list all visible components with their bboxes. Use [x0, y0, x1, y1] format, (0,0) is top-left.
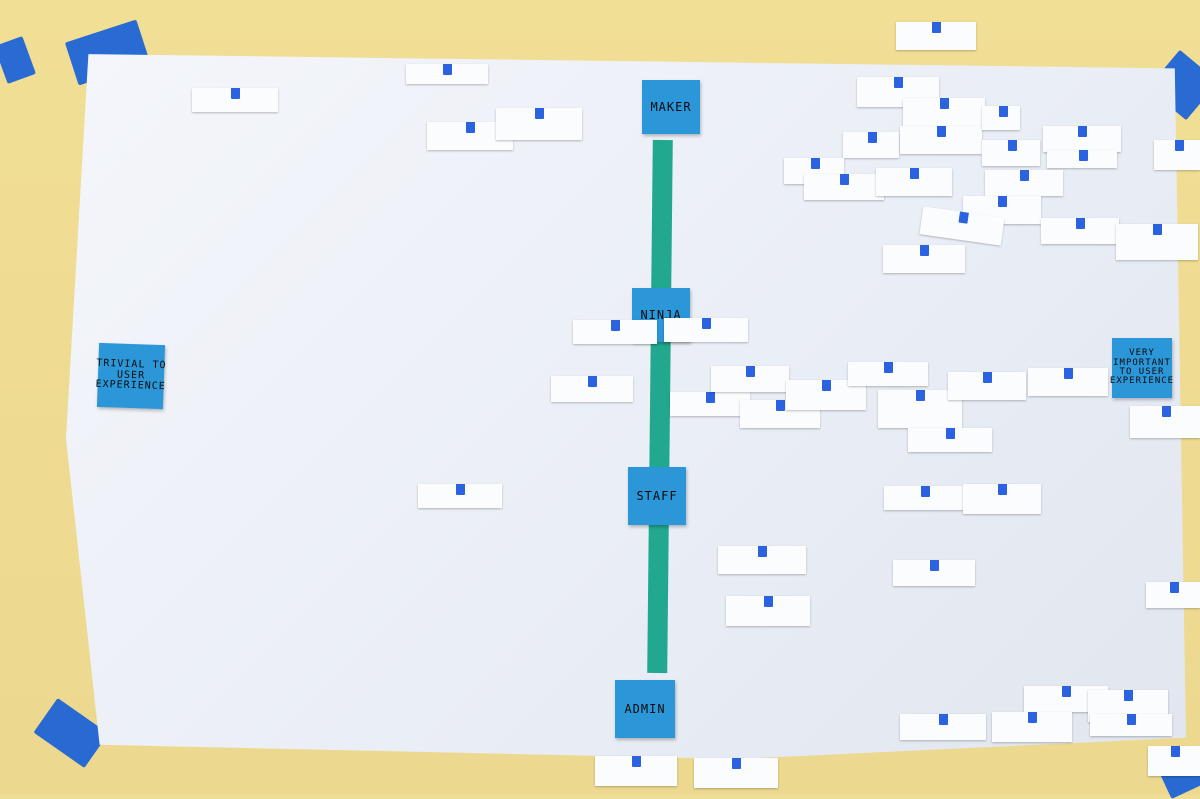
card	[1043, 126, 1121, 152]
card	[551, 376, 633, 402]
sticky-important: VERY IMPORTANT TO USER EXPERIENCE	[1109, 338, 1175, 398]
sticky-staff: STAFF	[628, 467, 686, 525]
card	[992, 712, 1072, 742]
card	[896, 22, 976, 50]
card	[406, 64, 488, 84]
card	[1047, 150, 1117, 168]
card	[718, 546, 806, 574]
sticky-ninja-label: NINJA	[640, 307, 682, 322]
card	[963, 484, 1041, 514]
sticky-admin: ADMIN	[615, 680, 675, 738]
card	[908, 428, 992, 452]
card	[843, 132, 899, 158]
sticky-admin-label: ADMIN	[624, 701, 666, 716]
card	[573, 320, 657, 344]
card	[1148, 746, 1200, 776]
card	[804, 174, 884, 200]
card	[664, 318, 748, 342]
card	[418, 484, 502, 508]
card	[1028, 368, 1108, 396]
sticky-trivial: TRIVIAL TO USER EXPERIENCE	[95, 342, 167, 410]
sticky-maker: MAKER	[642, 80, 700, 134]
card	[985, 170, 1063, 196]
card	[1041, 218, 1119, 244]
card	[711, 366, 789, 392]
sticky-important-label: VERY IMPORTANT TO USER EXPERIENCE	[1109, 348, 1175, 387]
card	[848, 362, 928, 386]
card	[496, 108, 582, 140]
card	[694, 758, 778, 788]
card	[900, 126, 982, 154]
sticky-staff-label: STAFF	[636, 488, 678, 503]
card	[876, 168, 952, 196]
card	[192, 88, 278, 112]
card	[903, 98, 985, 126]
card	[1130, 406, 1200, 438]
card	[670, 392, 750, 416]
card	[893, 560, 975, 586]
sticky-trivial-label: TRIVIAL TO USER EXPERIENCE	[95, 358, 167, 393]
card	[595, 756, 677, 786]
card	[1154, 140, 1200, 170]
card	[982, 106, 1020, 130]
card	[1116, 224, 1198, 260]
card	[726, 596, 810, 626]
sticky-maker-label: MAKER	[650, 99, 692, 114]
card	[982, 140, 1040, 166]
card	[1146, 582, 1200, 608]
card	[948, 372, 1026, 400]
card	[883, 245, 965, 273]
card	[1090, 714, 1172, 736]
card	[884, 486, 966, 510]
card	[900, 714, 986, 740]
